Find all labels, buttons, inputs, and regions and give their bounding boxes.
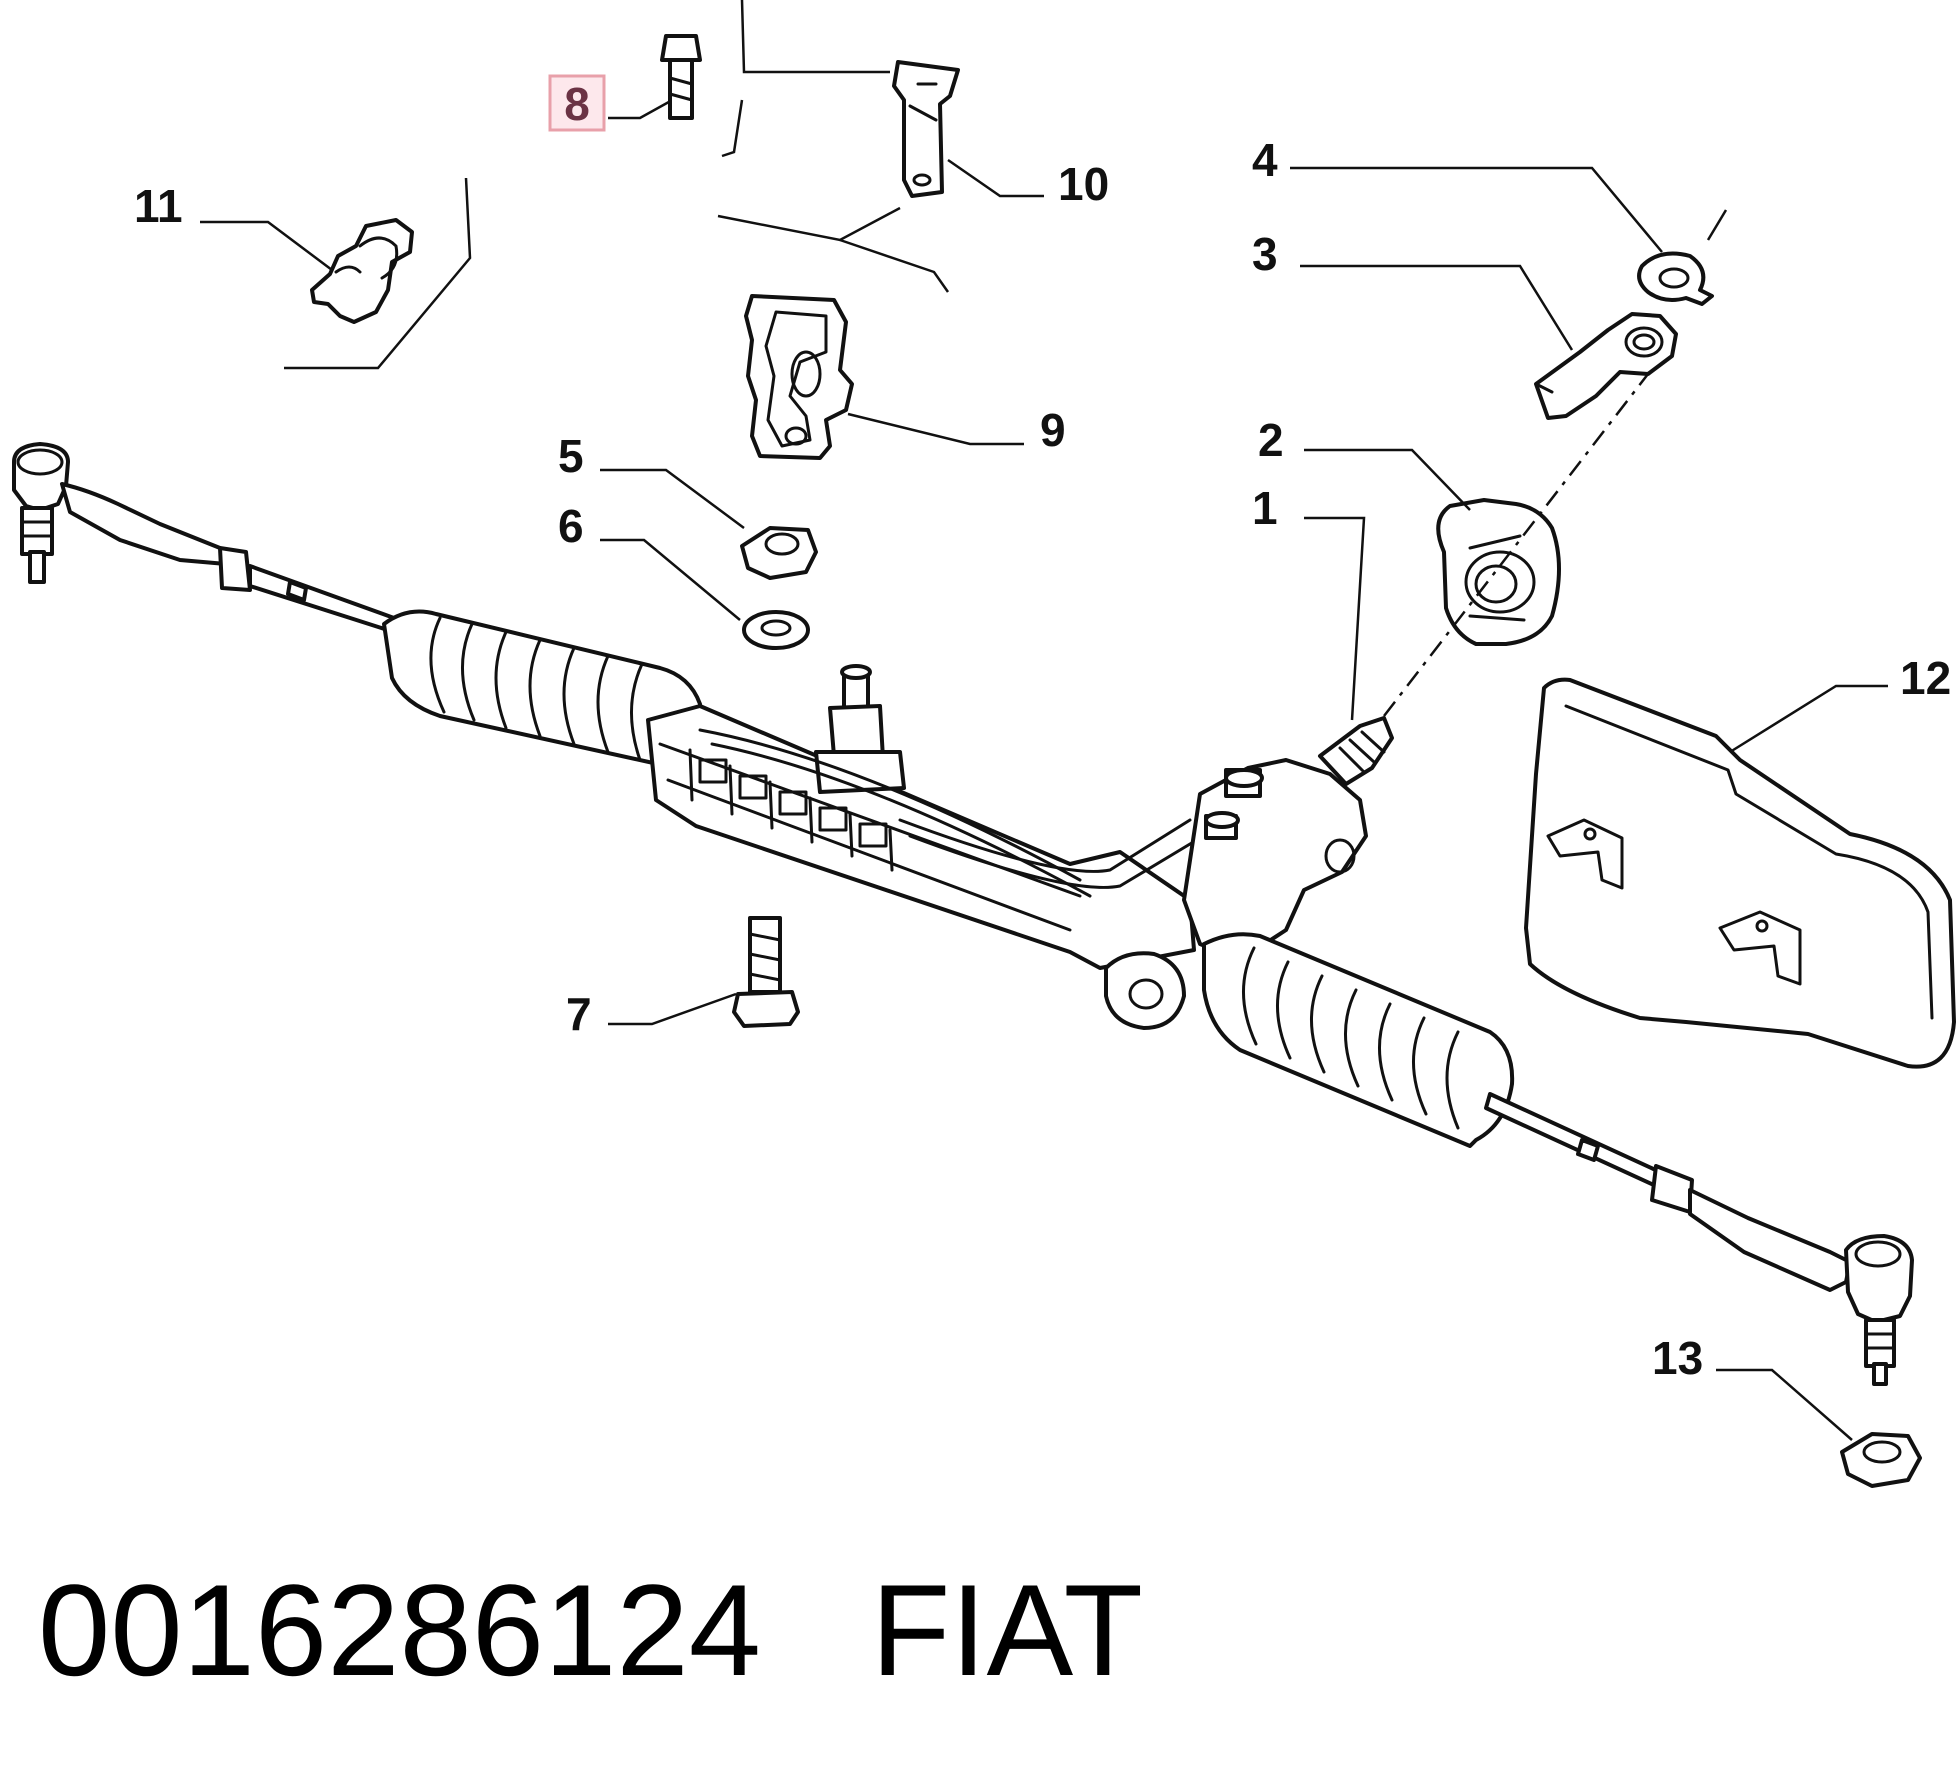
bushing-2 bbox=[1436, 498, 1561, 646]
clip-11-guide bbox=[284, 177, 472, 370]
callout-4-leader bbox=[1290, 166, 1663, 253]
bracket-9 bbox=[744, 294, 854, 460]
callout-7-label: 7 bbox=[566, 988, 592, 1040]
callout-8-highlight-box bbox=[548, 74, 606, 132]
callout-12-label: 12 bbox=[1900, 652, 1951, 704]
nut-13 bbox=[1840, 1432, 1922, 1488]
heat-shield-12 bbox=[1524, 677, 1956, 1069]
guide-line-left bbox=[721, 99, 744, 158]
part-number: 0016286124 bbox=[38, 1557, 761, 1703]
callout-8-group[interactable]: 8 bbox=[548, 74, 677, 132]
callout-8-label: 8 bbox=[564, 78, 590, 130]
callout-11-leader bbox=[200, 220, 333, 271]
tie-lines-bracket-2 bbox=[839, 238, 950, 293]
callout-10-label: 10 bbox=[1058, 158, 1109, 210]
washer-6 bbox=[742, 610, 810, 650]
guide-lines-top bbox=[740, 0, 890, 74]
callout-9-label: 9 bbox=[1040, 404, 1066, 456]
washer-4 bbox=[1637, 251, 1714, 306]
callout-3-label: 3 bbox=[1252, 228, 1278, 280]
callout-10-leader bbox=[947, 158, 1044, 198]
callout-5-label: 5 bbox=[558, 430, 584, 482]
bolt-8 bbox=[660, 34, 702, 120]
brand-name: FIAT bbox=[871, 1557, 1143, 1703]
nut-5 bbox=[740, 526, 818, 580]
callout-7-leader bbox=[608, 992, 737, 1026]
callout-2-label: 2 bbox=[1258, 414, 1284, 466]
callout-5-leader bbox=[600, 468, 745, 530]
callout-11-label: 11 bbox=[134, 180, 183, 232]
callout-6-label: 6 bbox=[558, 500, 584, 552]
axis-dashdot bbox=[1383, 373, 1649, 717]
callout-1-leader bbox=[1304, 516, 1366, 721]
bolt-7 bbox=[732, 916, 800, 1028]
callout-3-leader bbox=[1300, 264, 1574, 351]
axis-line-top bbox=[1706, 209, 1728, 241]
callout-2-leader bbox=[1304, 448, 1471, 511]
bracket-10 bbox=[892, 60, 960, 198]
callout-9-leader bbox=[847, 412, 1024, 446]
tie-lines-bracket bbox=[717, 206, 901, 242]
clip-11 bbox=[310, 218, 414, 324]
callout-4-label: 4 bbox=[1252, 134, 1278, 186]
callout-13-leader bbox=[1716, 1368, 1853, 1441]
callout-1-label: 1 bbox=[1252, 482, 1278, 534]
callout-12-leader bbox=[1729, 684, 1888, 754]
bracket-3 bbox=[1534, 312, 1678, 420]
callout-13-label: 13 bbox=[1652, 1332, 1703, 1384]
callout-8-leader bbox=[608, 96, 677, 120]
caption: 0016286124 FIAT bbox=[38, 1560, 1143, 1700]
callout-6-leader bbox=[600, 538, 741, 621]
steering-rack-1 bbox=[12, 442, 1914, 1386]
